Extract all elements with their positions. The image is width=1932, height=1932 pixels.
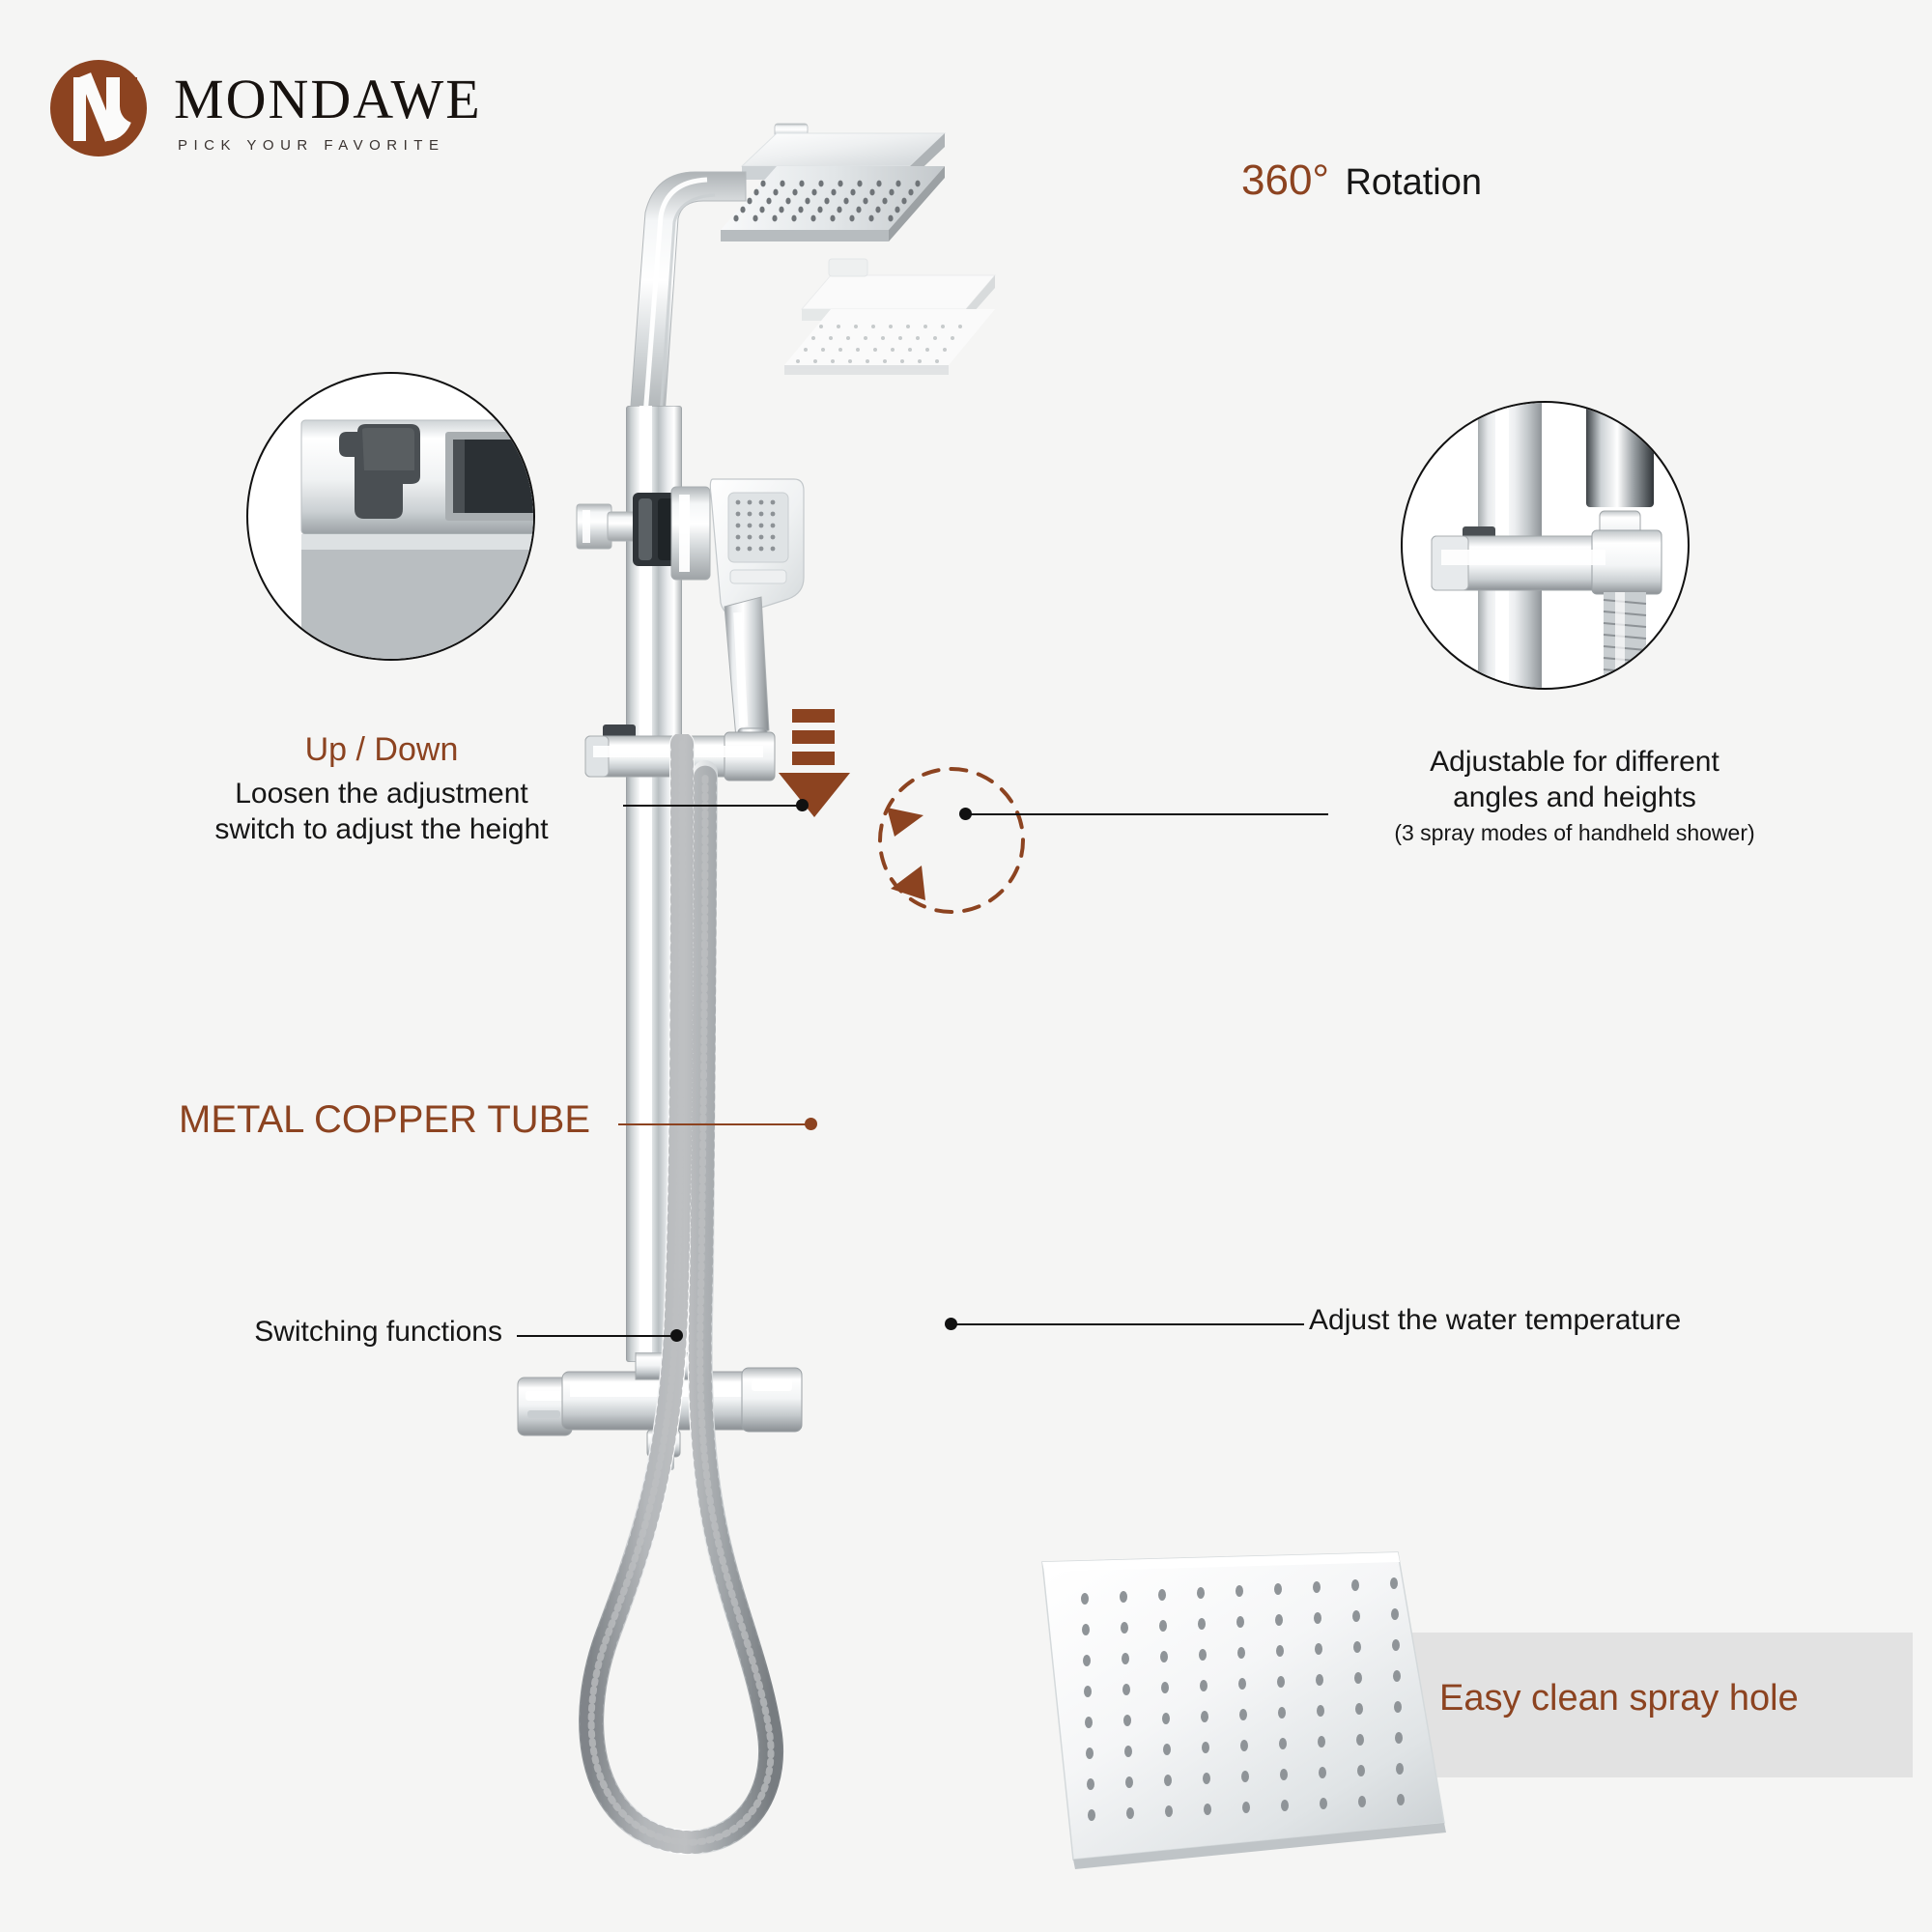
callout-copper-tube-label: METAL COPPER TUBE bbox=[179, 1098, 591, 1141]
callout-up-down-title: Up / Down bbox=[304, 731, 459, 768]
leader-dot-temperature bbox=[945, 1318, 957, 1330]
rotation-value: 360° bbox=[1241, 156, 1330, 204]
callout-switching: Switching functions bbox=[87, 1314, 502, 1350]
detail-circle-bracket bbox=[1401, 401, 1690, 690]
leader-line-adjustable bbox=[966, 813, 1328, 815]
leader-dot-switching bbox=[670, 1329, 683, 1342]
logo-mark-icon bbox=[50, 60, 147, 156]
callout-copper-tube: METAL COPPER TUBE bbox=[179, 1096, 590, 1145]
callout-adjustable-line2: angles and heights bbox=[1453, 781, 1696, 814]
wall-bracket bbox=[576, 486, 711, 581]
callout-up-down-line1: Loosen the adjustment bbox=[235, 778, 528, 810]
leader-line-switching bbox=[517, 1335, 676, 1337]
callout-temperature-label: Adjust the water temperature bbox=[1309, 1304, 1682, 1336]
callout-adjustable-line1: Adjustable for different bbox=[1430, 746, 1719, 778]
leader-line-up-down bbox=[623, 805, 802, 807]
callout-up-down: Up / Down Loosen the adjustment switch t… bbox=[145, 729, 618, 848]
leader-line-temperature bbox=[952, 1323, 1304, 1325]
brand-wordmark: MONDAWE bbox=[174, 68, 482, 130]
flexible-hose bbox=[579, 734, 783, 1856]
leader-line-copper-tube bbox=[618, 1123, 811, 1125]
brand-logo: MONDAWE PICK YOUR FAVORITE bbox=[50, 60, 495, 166]
down-arrow-icon bbox=[779, 709, 850, 817]
rotation-arc-icon bbox=[878, 767, 1025, 914]
sliding-bracket-detail bbox=[1431, 403, 1662, 688]
riser-rail-highlight bbox=[639, 406, 652, 1362]
callout-adjustable-note: (3 spray modes of handheld shower) bbox=[1394, 820, 1755, 846]
detail-circle-switch bbox=[246, 372, 535, 661]
leader-dot-adjustable bbox=[959, 808, 972, 820]
adjustment-switch-detail bbox=[300, 419, 533, 659]
callout-up-down-line2: switch to adjust the height bbox=[214, 813, 549, 846]
product-illustration bbox=[517, 116, 1256, 1856]
rotation-label: Rotation bbox=[1345, 162, 1483, 203]
handheld-shower bbox=[709, 478, 805, 751]
callout-temperature: Adjust the water temperature bbox=[1309, 1302, 1850, 1338]
spray-hole-closeup bbox=[1041, 1551, 1446, 1869]
overhead-rain-shower-head bbox=[721, 123, 947, 242]
brand-tagline: PICK YOUR FAVORITE bbox=[178, 137, 445, 154]
leader-dot-up-down bbox=[796, 799, 809, 811]
ghost-rain-shower-head bbox=[784, 258, 997, 375]
callout-spray-hole: Easy clean spray hole bbox=[1439, 1676, 1799, 1721]
callout-spray-hole-label: Easy clean spray hole bbox=[1439, 1678, 1799, 1719]
callout-adjustable: Adjustable for different angles and heig… bbox=[1333, 744, 1816, 847]
rotation-annotation: 360° Rotation bbox=[1241, 155, 1482, 208]
leader-dot-copper-tube bbox=[805, 1118, 817, 1130]
callout-switching-label: Switching functions bbox=[254, 1316, 502, 1348]
